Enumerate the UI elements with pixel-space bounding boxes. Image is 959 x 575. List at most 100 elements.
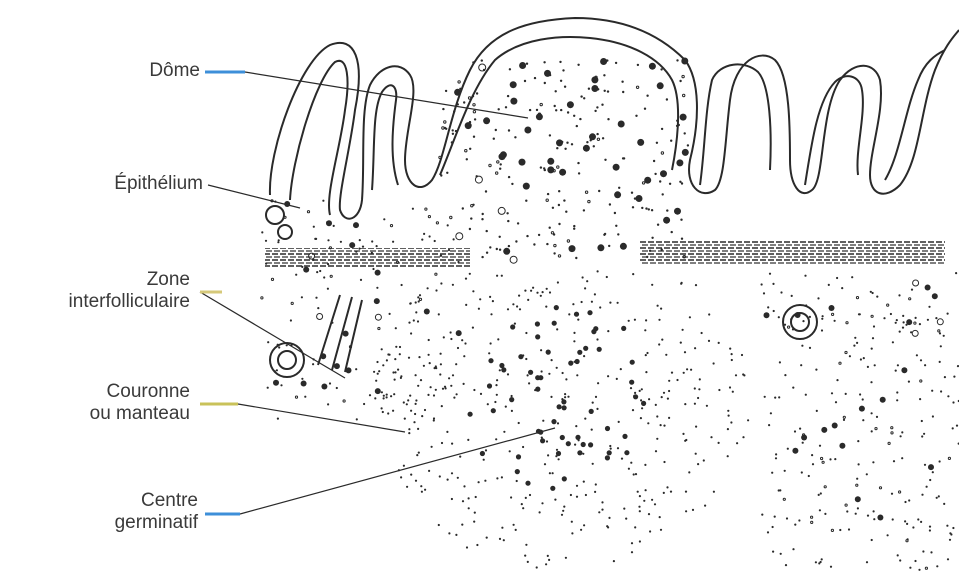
tissue-dot xyxy=(888,442,890,444)
tissue-dot xyxy=(501,476,503,478)
label-dome: Dôme xyxy=(80,60,200,82)
tissue-dot xyxy=(585,494,587,496)
tissue-dot xyxy=(512,303,514,305)
tissue-dot xyxy=(577,162,579,164)
tissue-dot xyxy=(551,359,553,361)
tissue-dot xyxy=(939,332,941,334)
tissue-dot xyxy=(928,464,934,470)
tissue-dot xyxy=(510,324,515,329)
tissue-dot xyxy=(682,75,684,77)
tissue-dot xyxy=(383,395,385,397)
tissue-dot xyxy=(450,338,452,340)
tissue-dot xyxy=(433,394,435,396)
tissue-dot xyxy=(694,347,696,349)
tissue-dot xyxy=(772,283,774,285)
tissue-dot xyxy=(656,438,658,440)
tissue-dot xyxy=(908,499,910,501)
tissue-dot xyxy=(446,431,448,433)
tissue-dot xyxy=(556,147,558,149)
tissue-dot xyxy=(609,302,611,304)
tissue-dot xyxy=(534,77,536,79)
tissue-dot xyxy=(952,527,954,529)
tissue-dot xyxy=(862,398,864,400)
tissue-dot xyxy=(313,358,315,360)
tissue-dot xyxy=(524,555,526,557)
tissue-dot xyxy=(615,225,617,227)
tissue-dot xyxy=(914,322,916,324)
tissue-dot xyxy=(610,448,612,450)
tissue-dot xyxy=(683,372,685,374)
tissue-dot xyxy=(805,304,807,306)
tissue-dot xyxy=(413,319,415,321)
tissue-dot xyxy=(666,98,668,100)
tissue-dot xyxy=(468,507,470,509)
tissue-dot xyxy=(452,284,454,286)
tissue-dot xyxy=(505,106,507,108)
tissue-dot xyxy=(599,306,601,308)
tissue-dot xyxy=(428,470,430,472)
tissue-dot xyxy=(507,220,509,222)
tissue-dot xyxy=(824,486,826,488)
tissue-dot xyxy=(794,430,796,432)
tissue-dot xyxy=(375,380,377,382)
tissue-dot xyxy=(763,292,765,294)
tissue-dot xyxy=(896,319,898,321)
tissue-dot xyxy=(410,332,412,334)
tissue-dot xyxy=(525,544,527,546)
tissue-dot xyxy=(473,111,475,113)
tissue-dot xyxy=(701,332,703,334)
tissue-dot xyxy=(871,539,873,541)
tissue-dot xyxy=(931,390,933,392)
label-epithelium-text: Épithélium xyxy=(114,173,203,194)
tissue-dot xyxy=(621,458,623,460)
tissue-dot xyxy=(676,159,683,166)
tissue-dot xyxy=(265,240,267,242)
tissue-dot xyxy=(932,415,934,417)
tissue-dot xyxy=(613,164,620,171)
tissue-dot xyxy=(376,245,378,247)
tissue-dot xyxy=(415,311,417,313)
tissue-dot xyxy=(544,82,546,84)
tissue-dot xyxy=(498,207,505,214)
tissue-dot xyxy=(938,495,940,497)
tissue-dot xyxy=(684,351,686,353)
tissue-dot xyxy=(800,364,802,366)
tissue-dot xyxy=(377,373,379,375)
tissue-dot xyxy=(466,546,468,548)
tissue-dot xyxy=(778,396,780,398)
tissue-dot xyxy=(374,397,376,399)
tissue-dot xyxy=(278,239,280,241)
tissue-dot xyxy=(518,422,520,424)
tissue-dot xyxy=(775,457,777,459)
tissue-dot xyxy=(498,108,500,110)
tissue-dot xyxy=(839,362,841,364)
tissue-dot xyxy=(831,392,833,394)
tissue-dot xyxy=(577,319,579,321)
tissue-dot xyxy=(595,483,597,485)
tissue-dot xyxy=(527,299,529,301)
tissue-dot xyxy=(601,104,603,106)
tissue-dot xyxy=(928,306,930,308)
tissue-dot xyxy=(340,241,342,243)
tissue-dot xyxy=(659,180,661,182)
tissue-dot xyxy=(530,290,532,292)
tissue-dot xyxy=(594,293,596,295)
tissue-dot xyxy=(450,385,452,387)
tissue-dot xyxy=(655,404,657,406)
tissue-dot xyxy=(680,342,682,344)
tissue-dot xyxy=(859,393,861,395)
tissue-dot xyxy=(440,363,442,365)
tissue-dot xyxy=(369,394,371,396)
tissue-dot xyxy=(834,320,836,322)
tissue-dot xyxy=(649,530,651,532)
tissue-dot xyxy=(509,397,514,402)
tissue-dot xyxy=(896,391,898,393)
tissue-dot xyxy=(663,461,665,463)
tissue-dot xyxy=(819,445,821,447)
tissue-dot xyxy=(857,440,859,442)
tissue-dot xyxy=(466,158,468,160)
tissue-dot xyxy=(596,408,598,410)
tissue-dot xyxy=(373,371,375,373)
tissue-dot xyxy=(571,521,573,523)
tissue-dot xyxy=(870,291,872,293)
